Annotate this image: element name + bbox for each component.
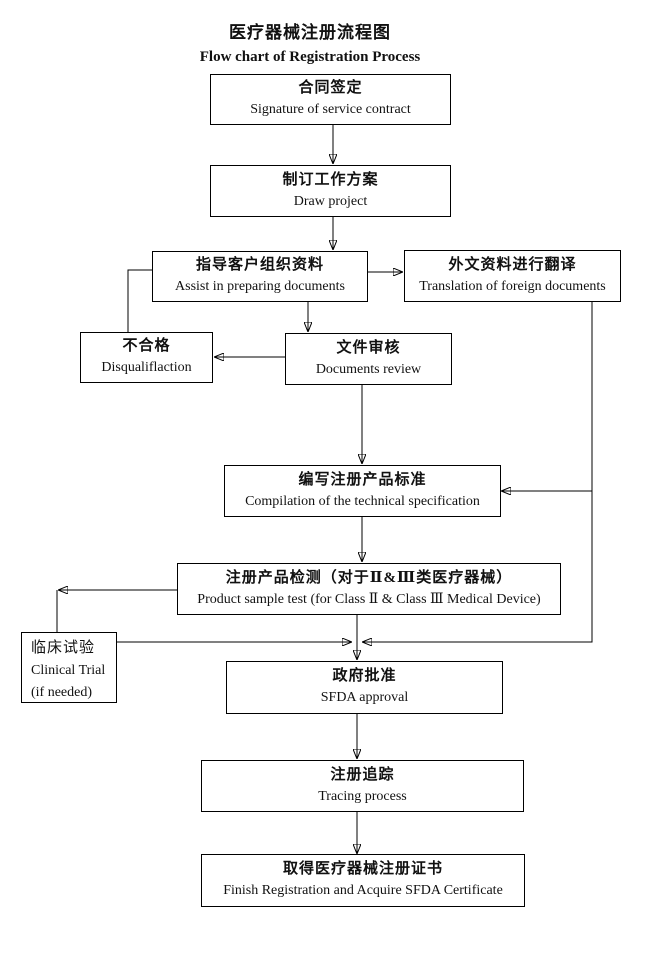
node-product-test-en: Product sample test (for Class Ⅱ & Class… [197, 591, 541, 607]
page-title-en: Flow chart of Registration Process [199, 49, 421, 65]
flow-node-translation: 外文资料进行翻译 Translation of foreign document… [404, 250, 621, 302]
node-contract-en: Signature of service contract [250, 102, 411, 118]
node-product-test-zh: 注册产品检测（对于Ⅱ&Ⅲ类医疗器械） [225, 569, 513, 586]
node-draw-project-zh: 制订工作方案 [282, 171, 379, 188]
node-compilation-en: Compilation of the technical specificati… [245, 493, 480, 509]
node-review-en: Documents review [315, 361, 422, 377]
flow-node-draw-project: 制订工作方案 Draw project [210, 165, 451, 217]
flow-node-contract: 合同签定 Signature of service contract [210, 74, 451, 125]
node-draw-project-en: Draw project [293, 193, 368, 209]
node-contract-zh: 合同签定 [298, 80, 363, 97]
node-clinical-note: (if needed) [31, 684, 93, 700]
page-title: 医疗器械注册流程图 Flow chart of Registration Pro… [0, 18, 620, 66]
node-sfda-zh: 政府批准 [332, 668, 397, 685]
node-sfda-en: SFDA approval [320, 690, 409, 706]
node-tracing-en: Tracing process [318, 788, 407, 804]
node-clinical-zh: 临床试验 [31, 640, 96, 656]
flow-node-product-test: 注册产品检测（对于Ⅱ&Ⅲ类医疗器械） Product sample test (… [177, 563, 561, 615]
node-review-zh: 文件审核 [336, 339, 401, 356]
node-translation-en: Translation of foreign documents [419, 278, 606, 294]
node-tracing-zh: 注册追踪 [330, 766, 395, 783]
node-translation-zh: 外文资料进行翻译 [448, 256, 577, 273]
flow-node-sfda-approval: 政府批准 SFDA approval [226, 661, 503, 714]
node-assist-zh: 指导客户组织资料 [195, 257, 324, 274]
line-disqualification-to-assist [127, 269, 152, 332]
node-certificate-en: Finish Registration and Acquire SFDA Cer… [223, 883, 503, 899]
flow-node-tracing: 注册追踪 Tracing process [201, 760, 524, 812]
node-compilation-zh: 编写注册产品标准 [298, 471, 427, 488]
node-disqualification-en: Disqualiflaction [101, 360, 192, 376]
node-disqualification-zh: 不合格 [122, 338, 171, 355]
flow-node-certificate: 取得医疗器械注册证书 Finish Registration and Acqui… [201, 854, 525, 907]
line-translation-right-rail [363, 302, 593, 642]
flow-node-compilation: 编写注册产品标准 Compilation of the technical sp… [224, 465, 501, 517]
node-assist-en: Assist in preparing documents [175, 279, 345, 295]
flow-node-clinical-trial: 临床试验 Clinical Trial (if needed) [21, 632, 117, 703]
flow-node-review: 文件审核 Documents review [285, 333, 452, 385]
flow-node-assist: 指导客户组织资料 Assist in preparing documents [152, 251, 368, 302]
page-title-zh: 医疗器械注册流程图 [229, 23, 391, 42]
node-certificate-zh: 取得医疗器械注册证书 [282, 861, 443, 878]
node-clinical-en: Clinical Trial [31, 663, 106, 679]
flow-node-disqualification: 不合格 Disqualiflaction [80, 332, 213, 383]
